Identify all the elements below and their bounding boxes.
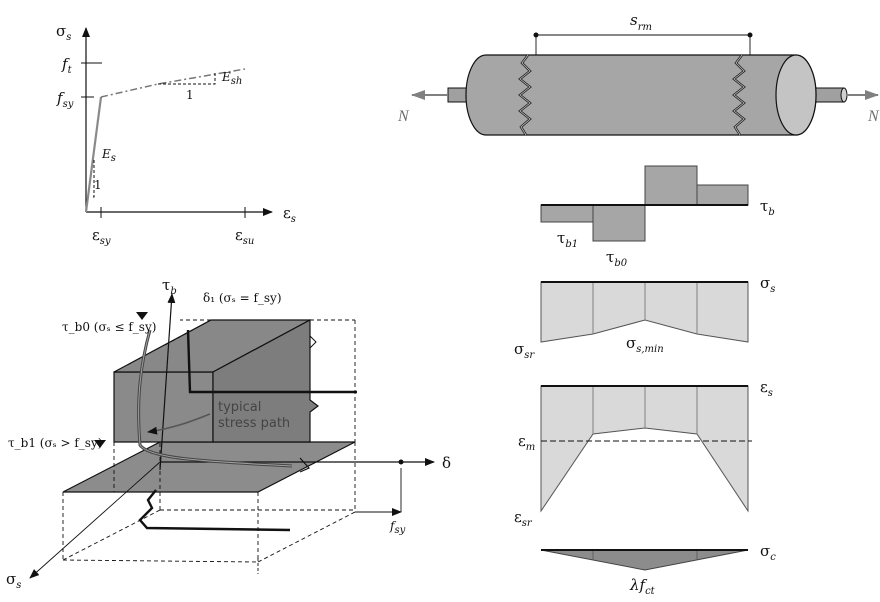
bond-curve-bottom	[138, 489, 291, 532]
force-left-label: N	[397, 108, 410, 125]
eps-m-label: εm	[518, 432, 535, 453]
tau-b1-dist-label: τb1	[557, 229, 578, 250]
elastic-branch	[84, 96, 103, 213]
sigma-axis	[29, 461, 161, 579]
fsy-label: fsy	[56, 89, 74, 110]
tau-b0-wall-front	[113, 371, 214, 443]
tau-b0-dist-label: τb0	[606, 248, 628, 269]
sigma-s-label: σs	[760, 274, 775, 295]
stress-path-label-1: typical	[218, 400, 261, 415]
stress-path-label-2: stress path	[218, 416, 290, 431]
delta-axis-label: δ	[442, 454, 451, 472]
tau-axis	[159, 293, 176, 471]
es-slope-one: 1	[94, 178, 102, 192]
cylinder-end	[775, 54, 817, 136]
es-slope-triangle	[92, 160, 95, 198]
strain-axis-label: εs	[283, 204, 296, 225]
bond-curve-top	[186, 329, 357, 394]
esh-slope-triangle	[158, 73, 216, 85]
lambda-fct-label: λfct	[629, 576, 656, 597]
hardening-branch	[100, 68, 246, 98]
concrete-stress-distribution: σc λfct	[540, 542, 776, 597]
tau-b-label: τb	[760, 197, 775, 218]
tau-b0-wall-side	[212, 318, 319, 443]
steel-strain-distribution: εs εm εsr	[514, 378, 773, 529]
tension-chord-element: srm N N	[397, 11, 880, 136]
sigma-sr-label: σsr	[514, 340, 535, 361]
esh-label: Esh	[221, 70, 242, 87]
srm-label: srm	[630, 11, 652, 33]
es-label: Es	[101, 147, 116, 164]
tau-axis-label: τb	[162, 276, 177, 297]
bond-stress-distribution: τb τb1 τb0	[540, 165, 775, 269]
sigma-axis-label: σs	[6, 570, 21, 591]
eps-su-label: εsu	[235, 226, 254, 247]
stress-axis-label: σs	[56, 22, 71, 43]
fsy-dimension-label: fsy	[389, 519, 406, 536]
steel-stress-distribution: σs σsr σs,min	[514, 274, 775, 361]
tau-b1-slab	[62, 441, 356, 493]
force-right-label: N	[867, 108, 880, 125]
ft-label: ft	[61, 55, 73, 76]
sigma-s-min-label: σs,min	[626, 334, 664, 355]
sigma-c-label: σc	[760, 542, 776, 563]
eps-sy-label: εsy	[92, 226, 111, 247]
delta1-label: δ₁ (σₛ = f_sy)	[203, 291, 282, 305]
eps-sr-label: εsr	[514, 508, 533, 529]
tau-b1-label: τ_b1 (σₛ > f_sy)	[8, 436, 102, 450]
esh-slope-one: 1	[186, 88, 194, 102]
tau-b0-label: τ_b0 (σₛ ≤ f_sy)	[62, 320, 156, 334]
eps-s-label: εs	[760, 378, 773, 399]
stress-strain-diagram: σs εs ft fsy Es 1 Esh 1 εsy εsu	[56, 22, 296, 247]
bond-law-3d-diagram: τb δ σs δ₁ (σₛ = f_sy) τ_b0 (σₛ ≤ f_sy) …	[6, 276, 451, 591]
